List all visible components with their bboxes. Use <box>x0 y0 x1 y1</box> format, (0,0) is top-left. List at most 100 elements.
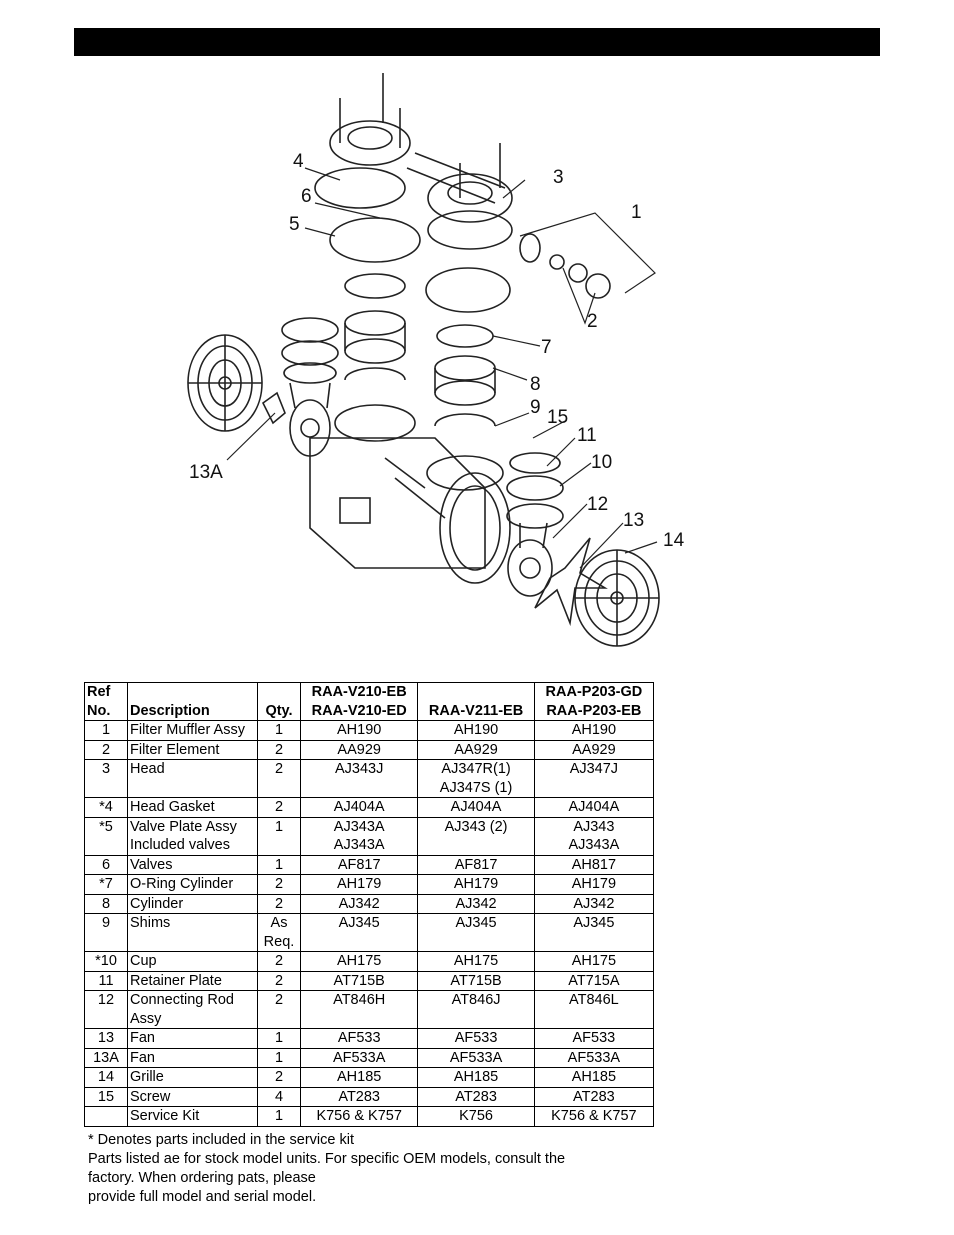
callout-6: 6 <box>301 186 312 207</box>
callout-7: 7 <box>541 337 552 358</box>
fan-right <box>534 537 608 627</box>
header-description: Description <box>127 682 258 721</box>
valve-plate-left <box>329 217 421 263</box>
cell-m3: AJ342 <box>533 893 654 914</box>
cell-qty: 2 <box>257 759 301 798</box>
head-right <box>406 143 513 223</box>
cell-desc: Filter Muffler Assy <box>127 720 258 740</box>
cell-m1: AJ343A AJ343A <box>299 816 418 855</box>
cell-ref: 13 <box>84 1028 128 1048</box>
cell-m3: AH185 <box>533 1067 654 1087</box>
grille-left <box>187 334 263 432</box>
cell-qty: 1 <box>257 1106 301 1126</box>
callout-8: 8 <box>530 374 541 395</box>
cell-qty: 2 <box>257 893 301 914</box>
cell-m1: AH175 <box>299 951 418 971</box>
cell-m3: AT846L <box>533 990 654 1029</box>
o-ring-right <box>436 324 494 348</box>
callout-15: 15 <box>547 407 568 428</box>
callout-2: 2 <box>587 311 598 332</box>
cell-m2: AF817 <box>417 854 535 875</box>
cell-desc: Filter Element <box>127 739 258 760</box>
cell-qty: 1 <box>257 816 301 855</box>
cell-ref: 8 <box>84 893 128 914</box>
cell-desc: Screw <box>127 1086 258 1107</box>
connecting-rod-left <box>281 317 339 457</box>
cell-m1: AJ345 <box>299 913 418 952</box>
callout-3: 3 <box>553 167 564 188</box>
callout-9: 9 <box>530 397 541 418</box>
cell-m1: AF817 <box>299 854 418 875</box>
cell-m1: AH185 <box>299 1067 418 1087</box>
cell-m1: AF533A <box>299 1047 418 1068</box>
cell-qty: 2 <box>257 951 301 971</box>
cell-ref: 1 <box>84 720 128 740</box>
header-model-v211: RAA-V211-EB <box>417 682 535 721</box>
cell-m2: AH175 <box>417 951 535 971</box>
cell-m1: AT283 <box>299 1086 418 1107</box>
cell-desc: Head <box>127 759 258 798</box>
callout-4: 4 <box>293 151 304 172</box>
cell-desc: Retainer Plate <box>127 970 258 991</box>
cell-qty: As Req. <box>257 913 301 952</box>
note-stock-models: Parts listed ae for stock model units. F… <box>88 1151 566 1167</box>
header-bar <box>74 28 880 56</box>
cell-ref <box>84 1106 128 1126</box>
shim-left <box>344 367 406 381</box>
cell-ref: 3 <box>84 759 128 798</box>
callout-5: 5 <box>289 214 300 235</box>
cell-m3: AT715A <box>533 970 654 991</box>
cylinder-left <box>344 310 406 364</box>
cell-qty: 2 <box>257 874 301 894</box>
cell-desc: Head Gasket <box>127 797 258 817</box>
head-left <box>329 73 411 166</box>
cell-ref: 13A <box>84 1047 128 1068</box>
cell-m2: AT715B <box>417 970 535 991</box>
cell-m3: AH179 <box>533 874 654 894</box>
callout-13: 13 <box>623 510 644 531</box>
cell-m1: AJ343J <box>299 759 418 798</box>
cell-desc: Shims <box>127 913 258 952</box>
filter-muffler <box>519 233 611 299</box>
cell-m2: AH190 <box>417 720 535 740</box>
callout-13a: 13A <box>189 462 223 483</box>
cell-qty: 2 <box>257 990 301 1029</box>
grille-right <box>574 549 660 647</box>
cell-m1: K756 & K757 <box>299 1106 418 1126</box>
cell-m2: AH179 <box>417 874 535 894</box>
head-gasket-right <box>427 210 513 250</box>
cell-ref: 14 <box>84 1067 128 1087</box>
cell-ref: 15 <box>84 1086 128 1107</box>
cup-rod-right <box>506 475 564 501</box>
note-service-kit: * Denotes parts included in the service … <box>88 1132 354 1148</box>
cell-m2: AH185 <box>417 1067 535 1087</box>
cell-desc: Valve Plate Assy Included valves <box>127 816 258 855</box>
cell-ref: *5 <box>84 816 128 855</box>
cylinder-right <box>434 355 496 406</box>
cell-qty: 2 <box>257 739 301 760</box>
cell-qty: 2 <box>257 1067 301 1087</box>
cell-m1: AJ342 <box>299 893 418 914</box>
cell-m2: AJ345 <box>417 913 535 952</box>
cell-m3: AF533A <box>533 1047 654 1068</box>
cell-m1: AJ404A <box>299 797 418 817</box>
cup-right <box>426 455 504 491</box>
cell-m3: AT283 <box>533 1086 654 1107</box>
